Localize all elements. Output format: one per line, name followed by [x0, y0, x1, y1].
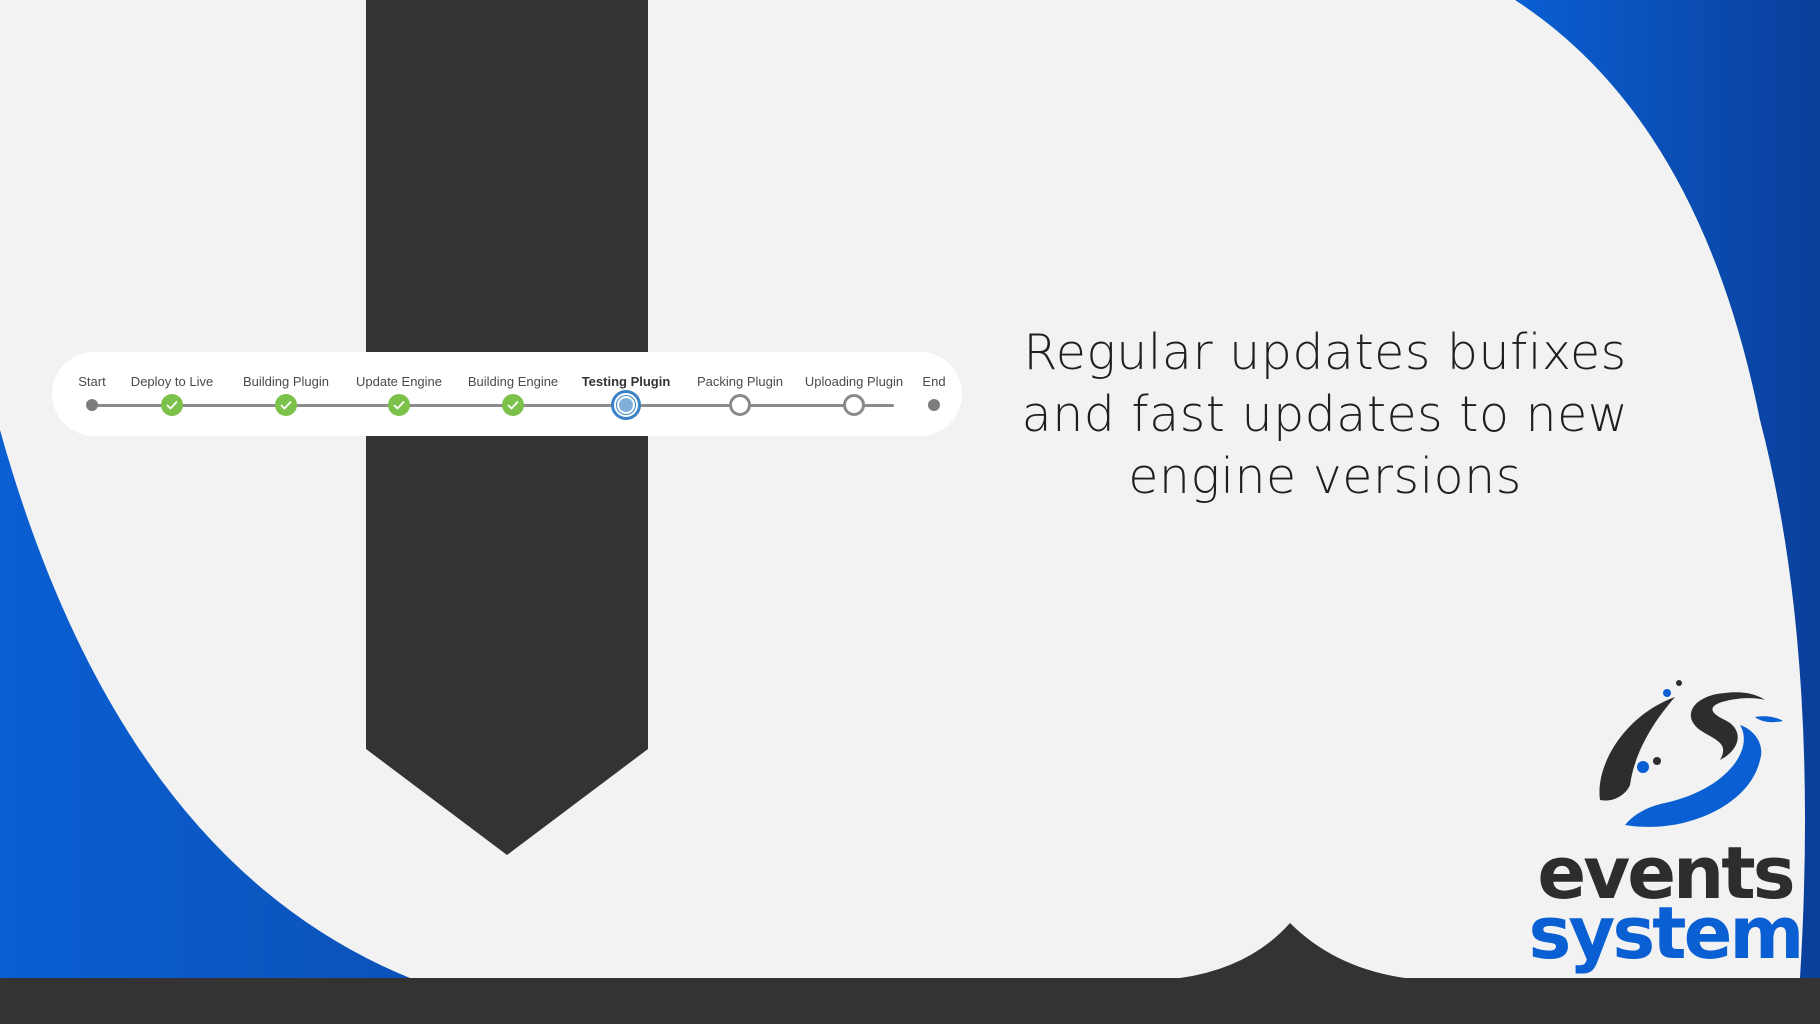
step-node-uploading-plugin [843, 394, 865, 416]
step-connector [92, 404, 894, 407]
step-node-update-engine [388, 394, 410, 416]
step-node-building-plugin [275, 394, 297, 416]
step-node-deploy-to-live [161, 394, 183, 416]
step-label-packing-plugin: Packing Plugin [697, 374, 783, 389]
bottom-band [0, 923, 1820, 1024]
step-node-building-engine [502, 394, 524, 416]
step-label-end: End [922, 374, 946, 389]
step-label-uploading-plugin: Uploading Plugin [804, 374, 904, 389]
logo-word-events: events [1537, 831, 1795, 915]
check-icon [507, 400, 519, 410]
headline: Regular updates bufixes and fast updates… [1021, 324, 1629, 505]
step-node-end [928, 399, 940, 411]
step-label-building-engine: Building Engine [467, 374, 559, 389]
right-blue-shape [1515, 0, 1820, 978]
step-label-deploy-to-live: Deploy to Live [130, 374, 214, 389]
check-icon [393, 400, 405, 410]
step-node-start [86, 399, 98, 411]
events-system-logo: events system [1515, 675, 1815, 975]
check-icon [166, 400, 178, 410]
check-icon [280, 400, 292, 410]
step-label-building-plugin: Building Plugin [242, 374, 330, 389]
step-label-testing-plugin: Testing Plugin [581, 374, 671, 389]
left-blue-shape [0, 430, 410, 978]
logo-word-system: system [1528, 891, 1805, 975]
radio-target-icon [617, 396, 635, 414]
step-node-testing-plugin [611, 390, 641, 420]
pipeline-stepper: Start Deploy to Live Building Plugin Upd… [52, 352, 962, 436]
logo-mark-icon [1599, 680, 1783, 827]
step-node-packing-plugin [729, 394, 751, 416]
step-label-start: Start [78, 374, 106, 389]
step-label-update-engine: Update Engine [355, 374, 443, 389]
